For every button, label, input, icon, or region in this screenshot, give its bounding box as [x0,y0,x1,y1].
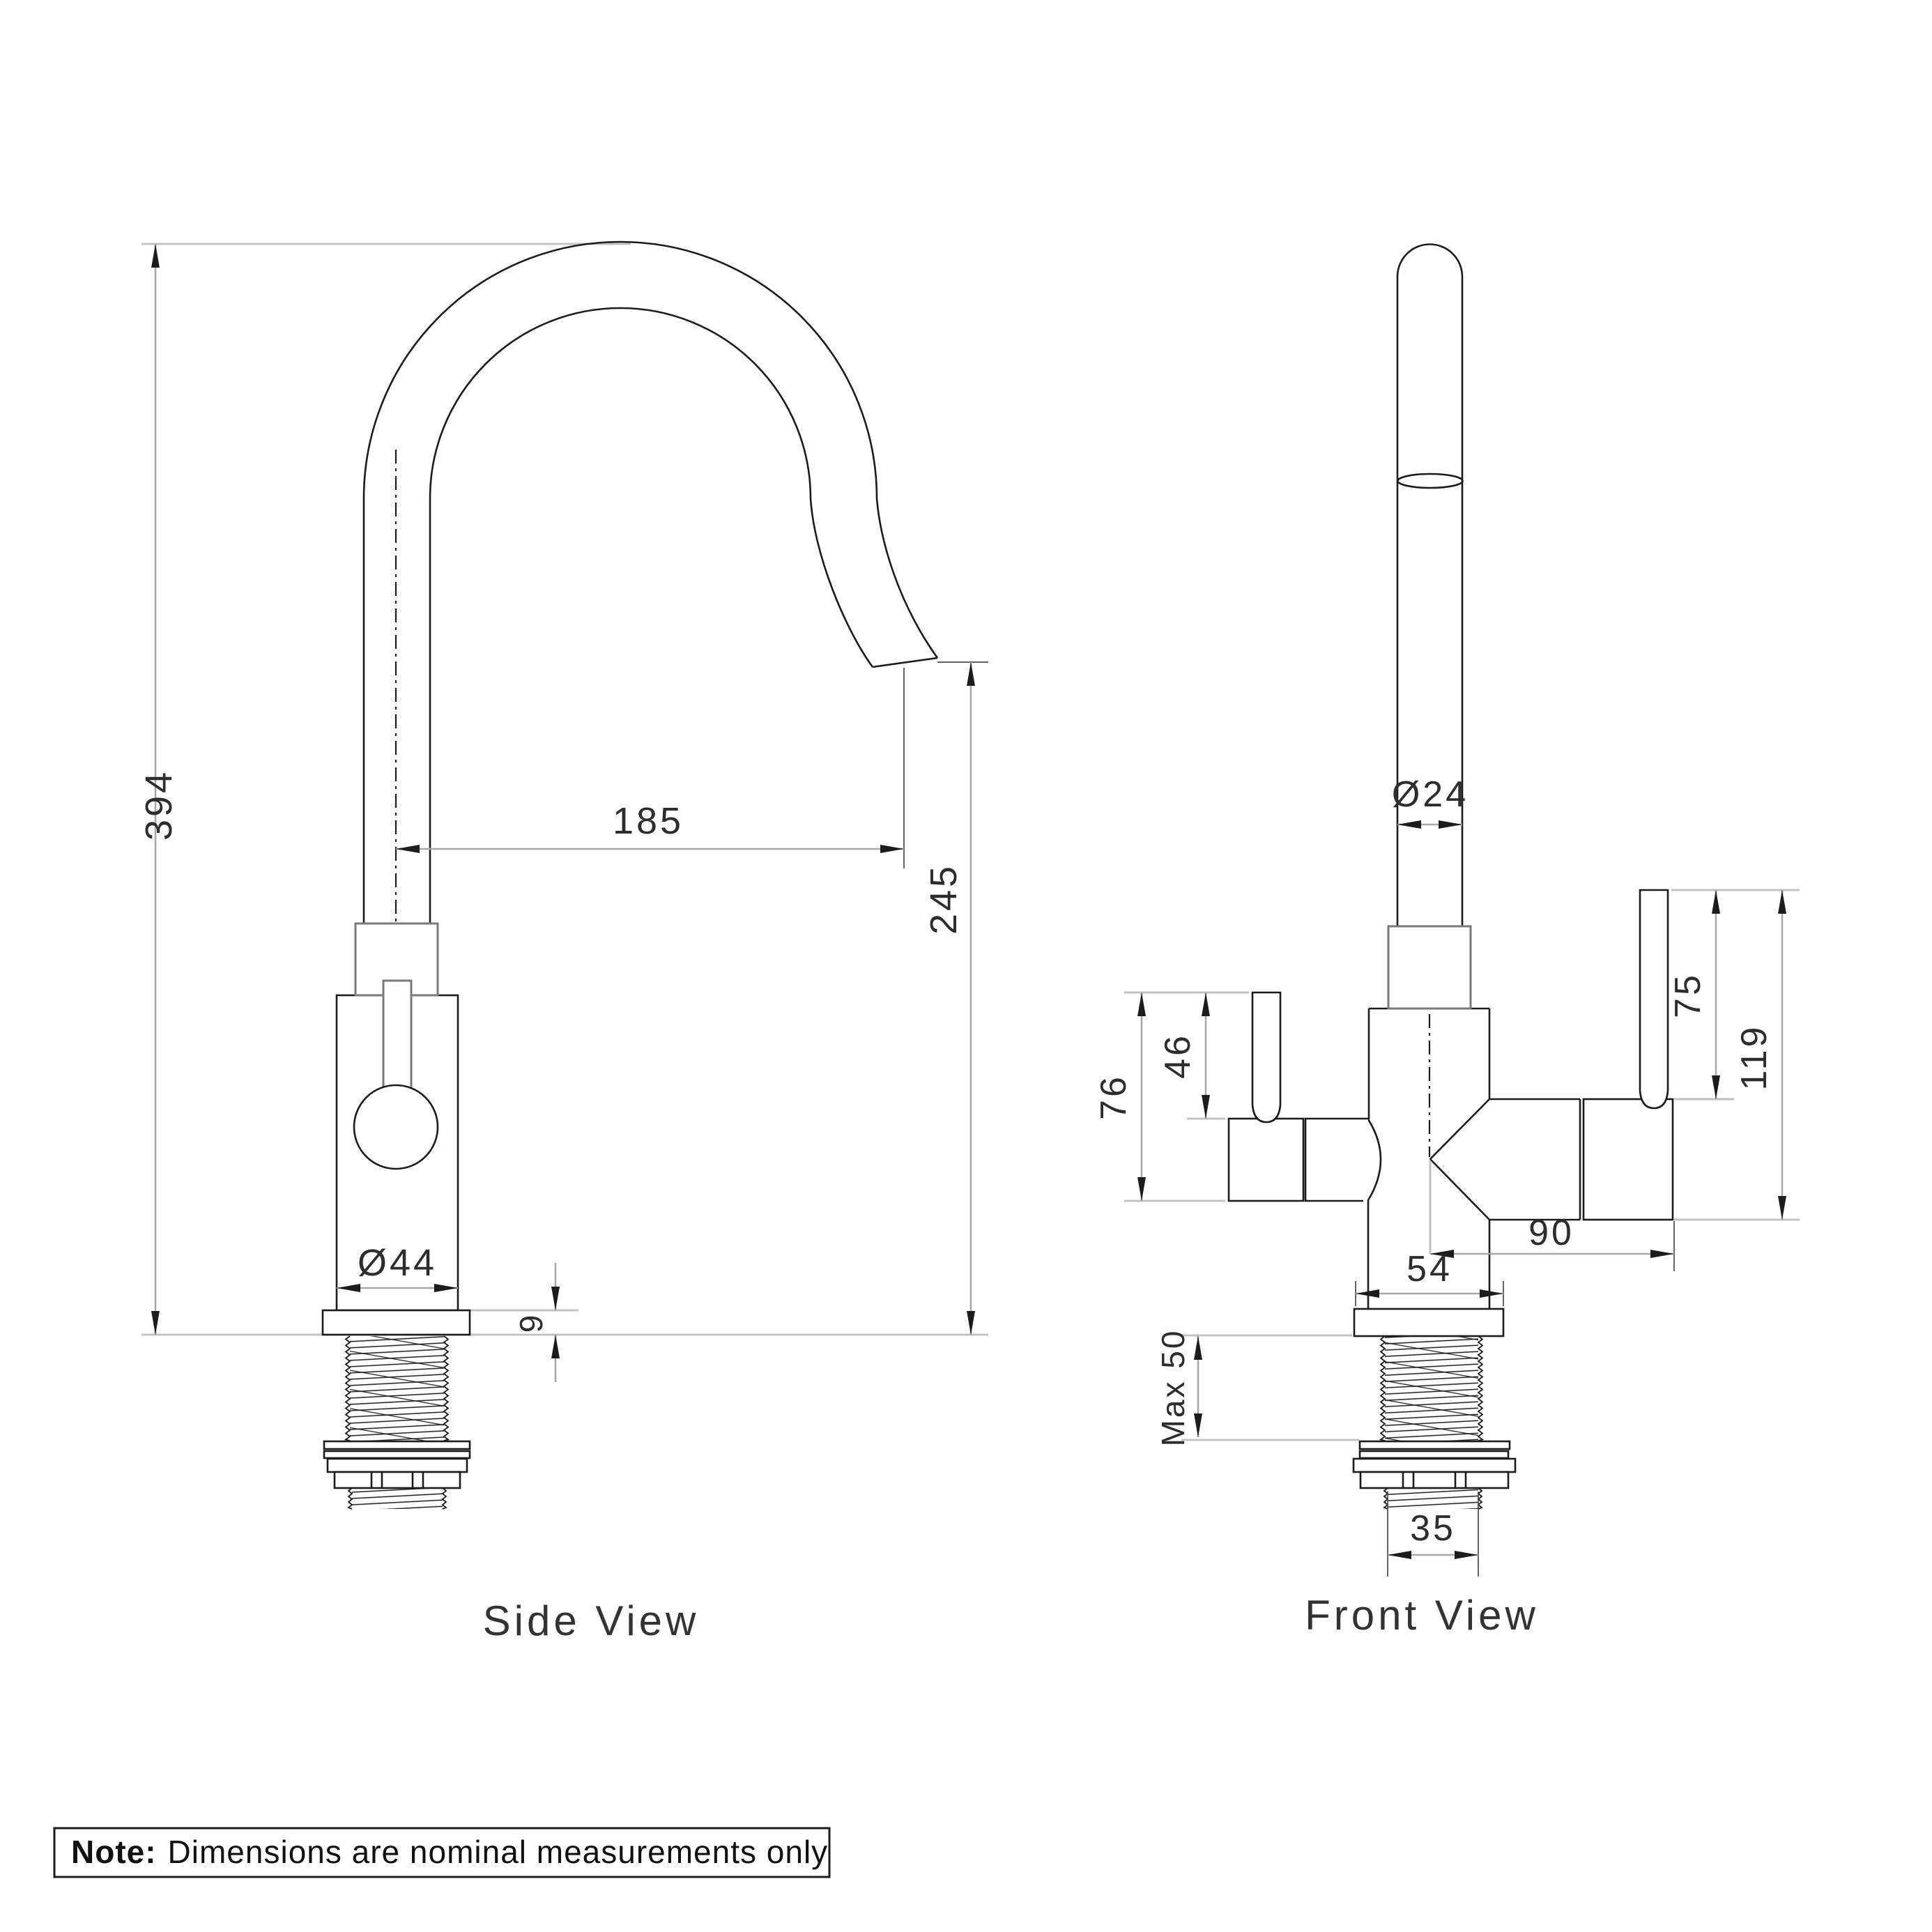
nut-body [333,1471,461,1489]
right-handle-lever [1639,889,1669,1110]
dim-label-76: 76 [1094,1074,1134,1120]
thread-edge-right [443,1335,450,1441]
dim-label-44: Ø44 [358,1242,437,1284]
dim-label-245: 245 [923,864,965,935]
dim-label-35: 35 [1410,1508,1456,1549]
washer-2 [1358,1450,1510,1459]
nut-body [1359,1471,1510,1489]
right-boss-housing [1582,1098,1674,1221]
dim-label-119: 119 [1734,1025,1774,1091]
spout-inner-profile [429,307,874,923]
handle-stem-side [382,979,413,1092]
collar-front [1387,925,1472,1010]
dim-label-24: Ø24 [1392,774,1469,815]
dim-label-max50: Max 50 [1155,1329,1191,1447]
deck-plate-side [321,1309,471,1336]
dim-label-90: 90 [1528,1213,1574,1253]
thread-shank-front [1352,1335,1517,1510]
washer-1 [1358,1440,1511,1450]
body-waist-arc [1367,1119,1382,1201]
spout-outlet-face [872,657,938,668]
cone-lower [1429,1158,1490,1220]
dim-label-54: 54 [1406,1249,1452,1289]
left-boss-inner [1304,1117,1368,1202]
washer-2 [323,1450,471,1459]
dim-label-9: 9 [513,1313,549,1333]
thread-edge-left [344,1335,351,1441]
lower-thread-edge-left [347,1487,353,1510]
thread-edge-right [1477,1335,1485,1441]
note-body: Dimensions are nominal measurements only [168,1834,829,1870]
handle-ball-side [353,1084,439,1170]
note-label: Note: [71,1834,157,1870]
dim-label-394: 394 [138,769,180,841]
dim-label-75: 75 [1668,972,1708,1018]
spout-outer-profile [362,240,939,923]
note-text: Note: Dimensions are nominal measurements… [71,1834,828,1870]
side-view-title: Side View [483,1597,700,1644]
nut-flange [1352,1457,1517,1473]
spout-joint-ellipse [1397,473,1464,489]
front-view-title: Front View [1305,1592,1539,1639]
washer-1 [323,1440,471,1450]
deck-plate-front [1353,1308,1505,1337]
lower-thread-hatch [1388,1488,1478,1509]
thread-shank-side [323,1335,471,1510]
left-boss-housing [1227,1117,1305,1202]
thread-hatch-2 [1385,1336,1478,1441]
note-border [53,1827,831,1878]
nut-flange [326,1457,468,1473]
note-box: Note: Dimensions are nominal measurements… [53,1827,831,1878]
lower-thread-edge-right [441,1487,447,1510]
front-view: Ø24 [1094,243,1800,1639]
thread-edge-left [1379,1335,1386,1441]
side-view: 394 Ø44 9 [138,240,988,1644]
cone-upper [1429,1098,1490,1160]
lower-thread-hatch [352,1488,443,1509]
thread-hatch-2 [350,1336,444,1441]
dim-label-185: 185 [613,800,684,842]
spout-tube-front [1396,243,1464,926]
dim-label-46: 46 [1158,1033,1198,1079]
left-handle-lever [1251,991,1282,1124]
